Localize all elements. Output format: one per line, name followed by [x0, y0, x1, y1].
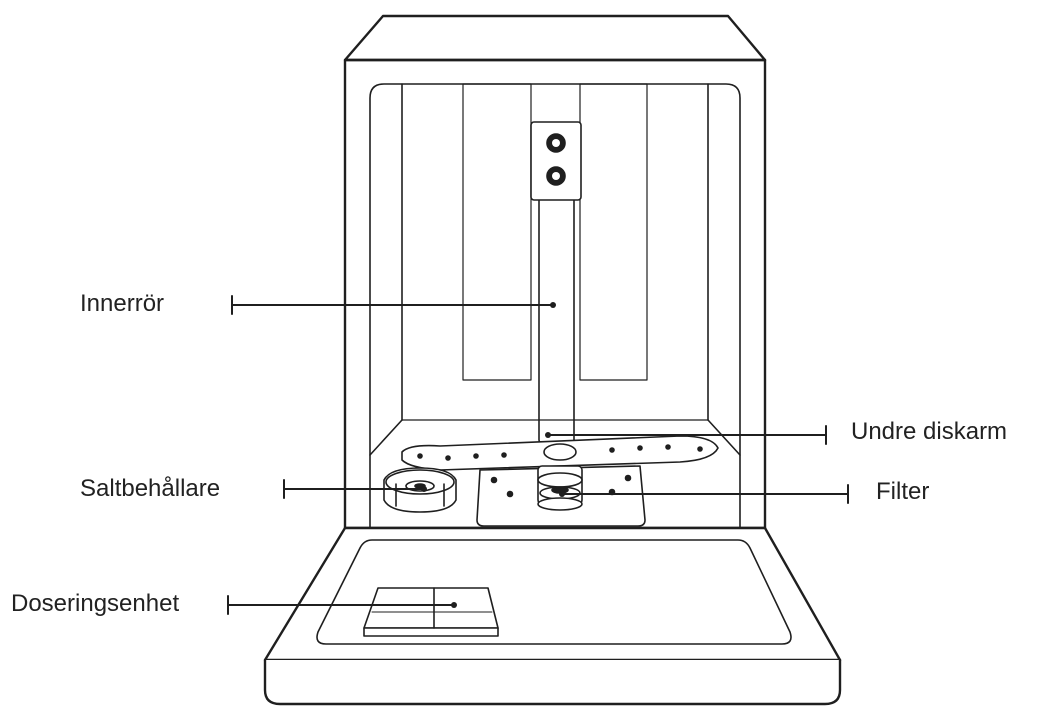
- pipe-connector: [530, 121, 582, 201]
- pipe-body: [538, 199, 575, 456]
- door-bottom-edge: [263, 658, 842, 706]
- tub-back-panel-right: [579, 83, 648, 381]
- tub-right-corner: [707, 419, 741, 456]
- inner-tub: [369, 83, 741, 529]
- dispenser-unit: [363, 587, 499, 637]
- leader-lines: [227, 295, 849, 615]
- open-door: [263, 526, 842, 706]
- label-inner-pipe: Innerrör: [80, 290, 165, 317]
- inner-pipe: [530, 121, 582, 456]
- cabinet-top: [343, 14, 767, 62]
- label-dispenser: Doseringsenhet: [11, 590, 180, 617]
- tub-left-corner: [369, 419, 403, 456]
- label-salt-container: Saltbehållare: [80, 475, 221, 502]
- lower-spray-arm: [401, 435, 719, 471]
- label-filter: Filter: [876, 478, 930, 505]
- label-lower-spray-arm: Undre diskarm: [851, 418, 1008, 445]
- spray-arm-hub: [543, 443, 577, 461]
- tub-outline: [369, 83, 741, 529]
- tub-back-panel-left: [462, 83, 532, 381]
- filter-unit: [537, 465, 583, 511]
